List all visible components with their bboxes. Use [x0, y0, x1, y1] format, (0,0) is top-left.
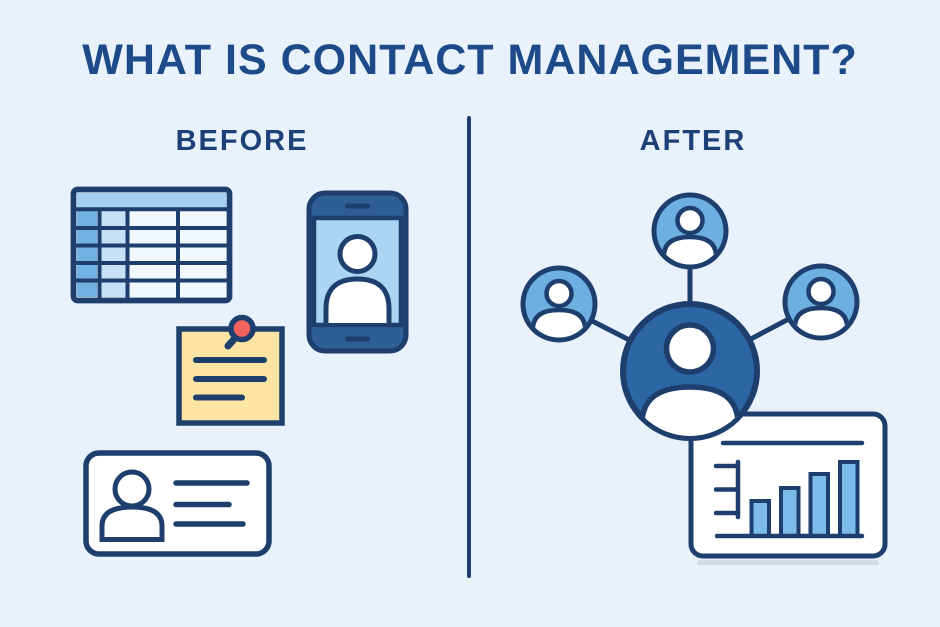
chart-y-axis [713, 459, 741, 520]
spreadsheet-gridlines [76, 207, 227, 298]
card-shadow [697, 560, 879, 565]
phone-speaker [345, 203, 370, 209]
pushpin-icon [224, 314, 256, 350]
spreadsheet-header-row [77, 193, 226, 208]
note-text-lines [193, 357, 267, 401]
spreadsheet-col2 [101, 211, 126, 297]
satellite-contact-top-icon [651, 192, 729, 270]
smartphone-contact-icon [306, 190, 409, 354]
pinned-note-icon [176, 314, 285, 426]
after-heading: AFTER [639, 125, 747, 157]
spreadsheet-col1 [77, 211, 97, 297]
divider-line [467, 116, 471, 578]
page-title: WHAT IS CONTACT MANAGEMENT? [82, 36, 858, 84]
central-contact-icon [620, 301, 760, 441]
card-person-icon [99, 469, 165, 542]
growth-chart-icon [688, 411, 888, 565]
chart-bars [749, 460, 860, 538]
contact-card-icon [83, 450, 272, 557]
satellite-contact-right-icon [782, 263, 860, 341]
phone-contact-avatar [323, 276, 392, 323]
card-text-lines [173, 480, 250, 527]
phone-home-bar [345, 336, 370, 342]
before-heading: BEFORE [175, 125, 309, 157]
satellite-contact-left-icon [520, 265, 598, 343]
spreadsheet-icon [70, 186, 233, 304]
